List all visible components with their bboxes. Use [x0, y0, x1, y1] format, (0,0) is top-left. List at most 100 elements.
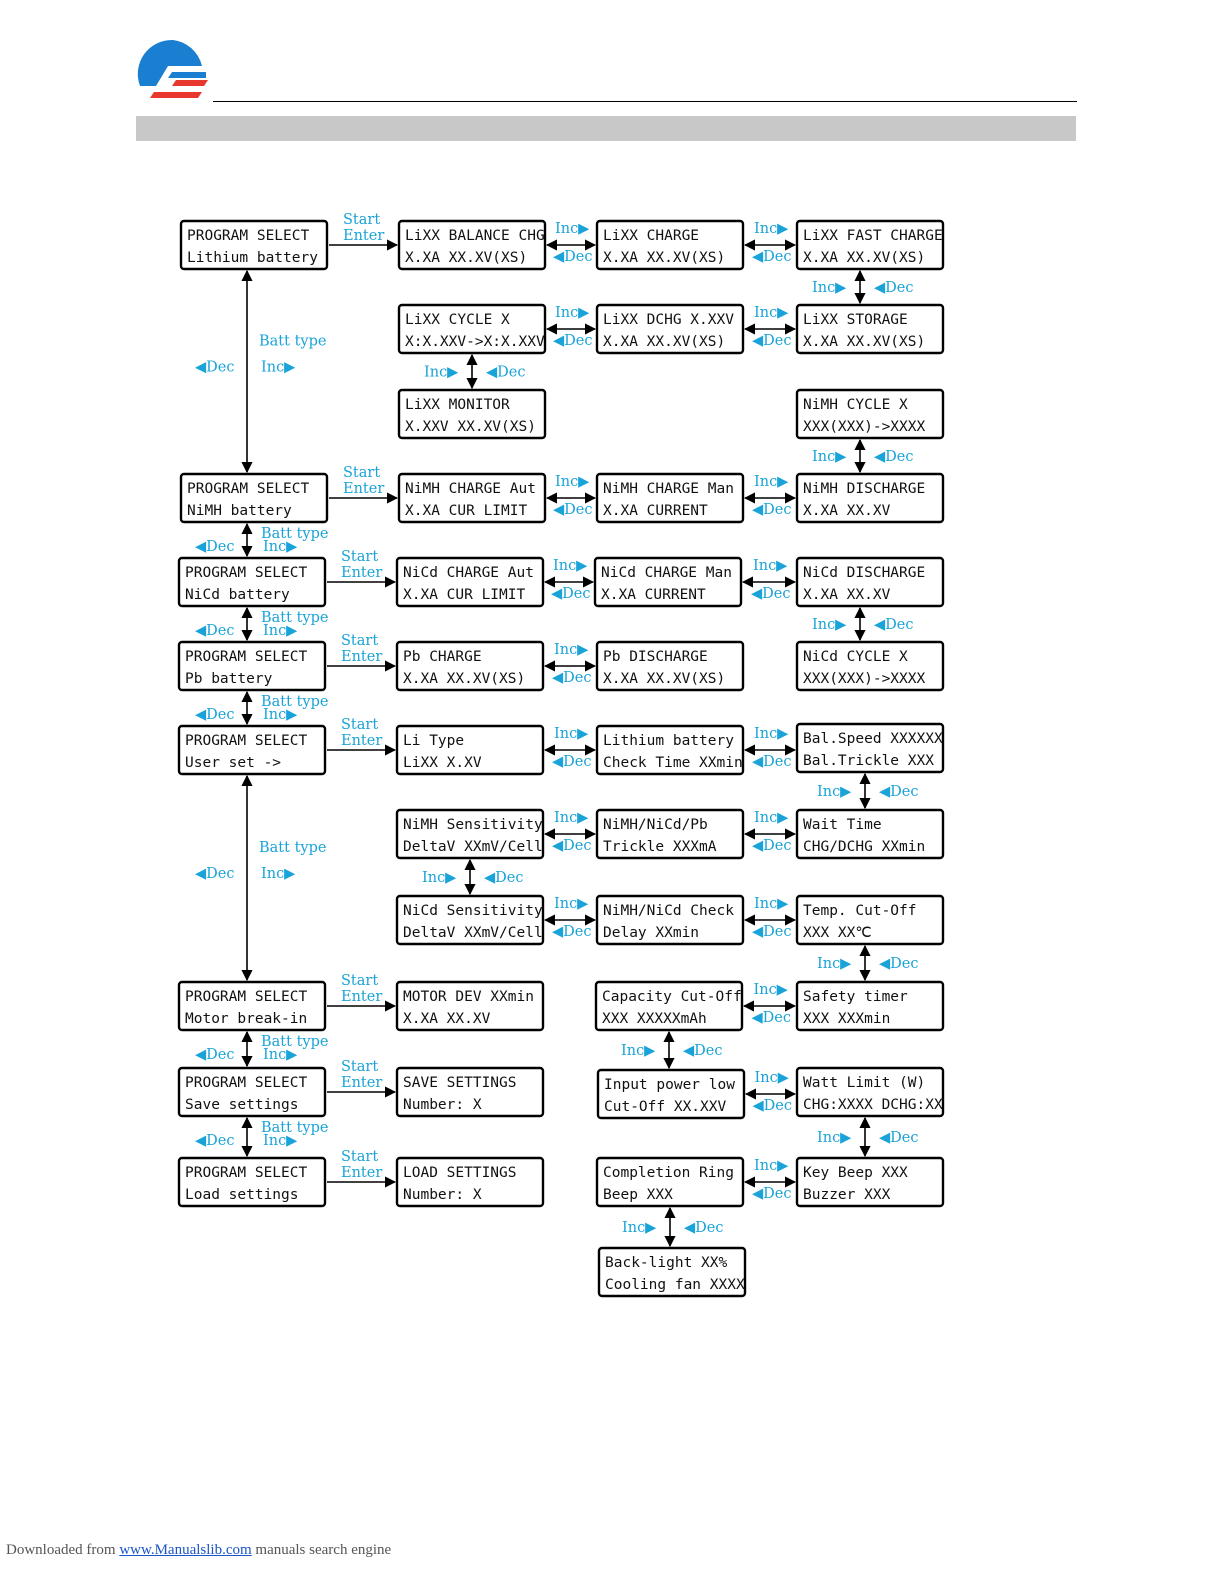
- screen-line: Beep XXX: [603, 1187, 673, 1203]
- screen-line: Lithium battery: [187, 250, 318, 266]
- dec-label: ◀Dec: [195, 623, 234, 639]
- screen-line: X.XA XX.XV(XS): [403, 671, 525, 687]
- enter-label: Enter: [343, 481, 384, 497]
- screen-line: LiXX X.XV: [403, 755, 482, 771]
- enter-label: Enter: [341, 565, 382, 581]
- screen-line: Lithium battery: [603, 733, 734, 749]
- screen-box-bal-speed: Bal.Speed XXXXXX Bal.Trickle XXX: [795, 722, 945, 774]
- screen-line: NiCd DISCHARGE: [803, 565, 925, 581]
- screen-line: NiMH DISCHARGE: [803, 481, 925, 497]
- screen-frame: [395, 640, 545, 692]
- screen-frame: [795, 556, 945, 608]
- screen-line: Save settings: [185, 1097, 299, 1113]
- dec-label: ◀Dec: [553, 333, 592, 349]
- inc-label: Inc▶: [261, 360, 296, 376]
- screen-line: Bal.Trickle XXX: [803, 753, 934, 769]
- inc-label: Inc▶: [622, 1220, 657, 1236]
- screen-line: Cut-Off XX.XXV: [604, 1099, 726, 1115]
- screen-line: Pb CHARGE: [403, 649, 482, 665]
- screen-line: X.XA CUR LIMIT: [405, 503, 527, 519]
- screen-line: X.XXV XX.XV(XS): [405, 419, 536, 435]
- screen-line: SAVE SETTINGS: [403, 1075, 517, 1091]
- dec-label: ◀Dec: [752, 924, 791, 940]
- inc-label: Inc▶: [817, 956, 852, 972]
- batt-type-label: Batt type: [259, 840, 326, 856]
- inc-label: Inc▶: [263, 1133, 298, 1149]
- screen-line: X.XA XX.XV(XS): [603, 671, 725, 687]
- screen-line: X.XA XX.XV: [803, 587, 891, 603]
- batt-type-label: Batt type: [261, 1120, 328, 1136]
- screen-frame: [795, 640, 945, 692]
- dec-label: ◀Dec: [752, 333, 791, 349]
- start-label: Start: [341, 717, 378, 733]
- screen-frame: [397, 219, 547, 271]
- screen-line: NiCd CYCLE X: [803, 649, 908, 665]
- dec-label: ◀Dec: [879, 1130, 918, 1146]
- screen-line: NiMH CYCLE X: [803, 397, 908, 413]
- screen-line: XXX(XXX)->XXXX: [803, 419, 925, 435]
- screen-frame: [795, 219, 945, 271]
- footer-prefix: Downloaded from: [6, 1542, 116, 1558]
- screen-line: PROGRAM SELECT: [185, 1075, 307, 1091]
- batt-type-label: Batt type: [261, 526, 328, 542]
- dec-label: ◀Dec: [553, 502, 592, 518]
- screen-frame: [795, 722, 945, 774]
- inc-label: Inc▶: [754, 810, 789, 826]
- inc-label: Inc▶: [554, 726, 589, 742]
- screen-line: Safety timer: [803, 989, 908, 1005]
- dec-label: ◀Dec: [195, 539, 234, 555]
- inc-label: Inc▶: [754, 221, 789, 237]
- enter-label: Enter: [341, 1165, 382, 1181]
- screen-box-backlight: Back-light XX%Cooling fan XXXX: [597, 1246, 747, 1298]
- inc-label: Inc▶: [817, 784, 852, 800]
- inc-label: Inc▶: [422, 870, 457, 886]
- screen-line: X.XA CURRENT: [603, 503, 708, 519]
- screen-line: X.XA XX.XV: [403, 1011, 491, 1027]
- screen-line: Check Time XXmin: [603, 755, 743, 771]
- inc-label: Inc▶: [555, 474, 590, 490]
- enter-label: Enter: [341, 989, 382, 1005]
- dec-label: ◀Dec: [552, 838, 591, 854]
- screen-line: DeltaV XXmV/Cell: [403, 925, 543, 941]
- footer-link[interactable]: www.Manualslib.com: [119, 1542, 252, 1558]
- inc-label: Inc▶: [755, 1070, 790, 1086]
- dec-label: ◀Dec: [874, 449, 913, 465]
- screen-frame: [595, 724, 745, 776]
- screen-line: XXX XXXmin: [803, 1011, 890, 1027]
- header-band: [136, 116, 1076, 141]
- screen-frame: [597, 1246, 747, 1298]
- screen-line: NiMH Sensitivity: [403, 817, 543, 833]
- screen-frame: [595, 219, 745, 271]
- screen-line: User set ->: [185, 755, 281, 771]
- screen-line: PROGRAM SELECT: [185, 1165, 307, 1181]
- screen-line: PROGRAM SELECT: [187, 228, 309, 244]
- inc-label: Inc▶: [754, 1158, 789, 1174]
- screen-line: PROGRAM SELECT: [185, 649, 307, 665]
- screen-line: NiCd battery: [185, 587, 290, 603]
- screen-box-ps-li: PROGRAM SELECT Lithium battery: [179, 219, 329, 271]
- screen-frame: [795, 1066, 945, 1118]
- screen-line: X.XA XX.XV(XS): [803, 334, 925, 350]
- screen-line: Bal.Speed XXXXXX: [803, 731, 943, 747]
- screen-line: Wait Time: [803, 817, 882, 833]
- screen-frame: [795, 808, 945, 860]
- screen-frame: [177, 724, 327, 776]
- screen-line: Back-light XX%: [605, 1255, 727, 1271]
- screen-box-nimh-cyc: NiMH CYCLE X XXX(XXX)->XXXX: [795, 388, 945, 440]
- enter-label: Enter: [341, 733, 382, 749]
- screen-frame: [395, 1066, 545, 1118]
- screen-line: PROGRAM SELECT: [187, 481, 309, 497]
- dec-label: ◀Dec: [874, 280, 913, 296]
- dec-label: ◀Dec: [552, 670, 591, 686]
- screen-line: CHG/DCHG XXmin: [803, 839, 925, 855]
- screen-frame: [177, 640, 327, 692]
- screen-line: X.XA XX.XV(XS): [603, 250, 725, 266]
